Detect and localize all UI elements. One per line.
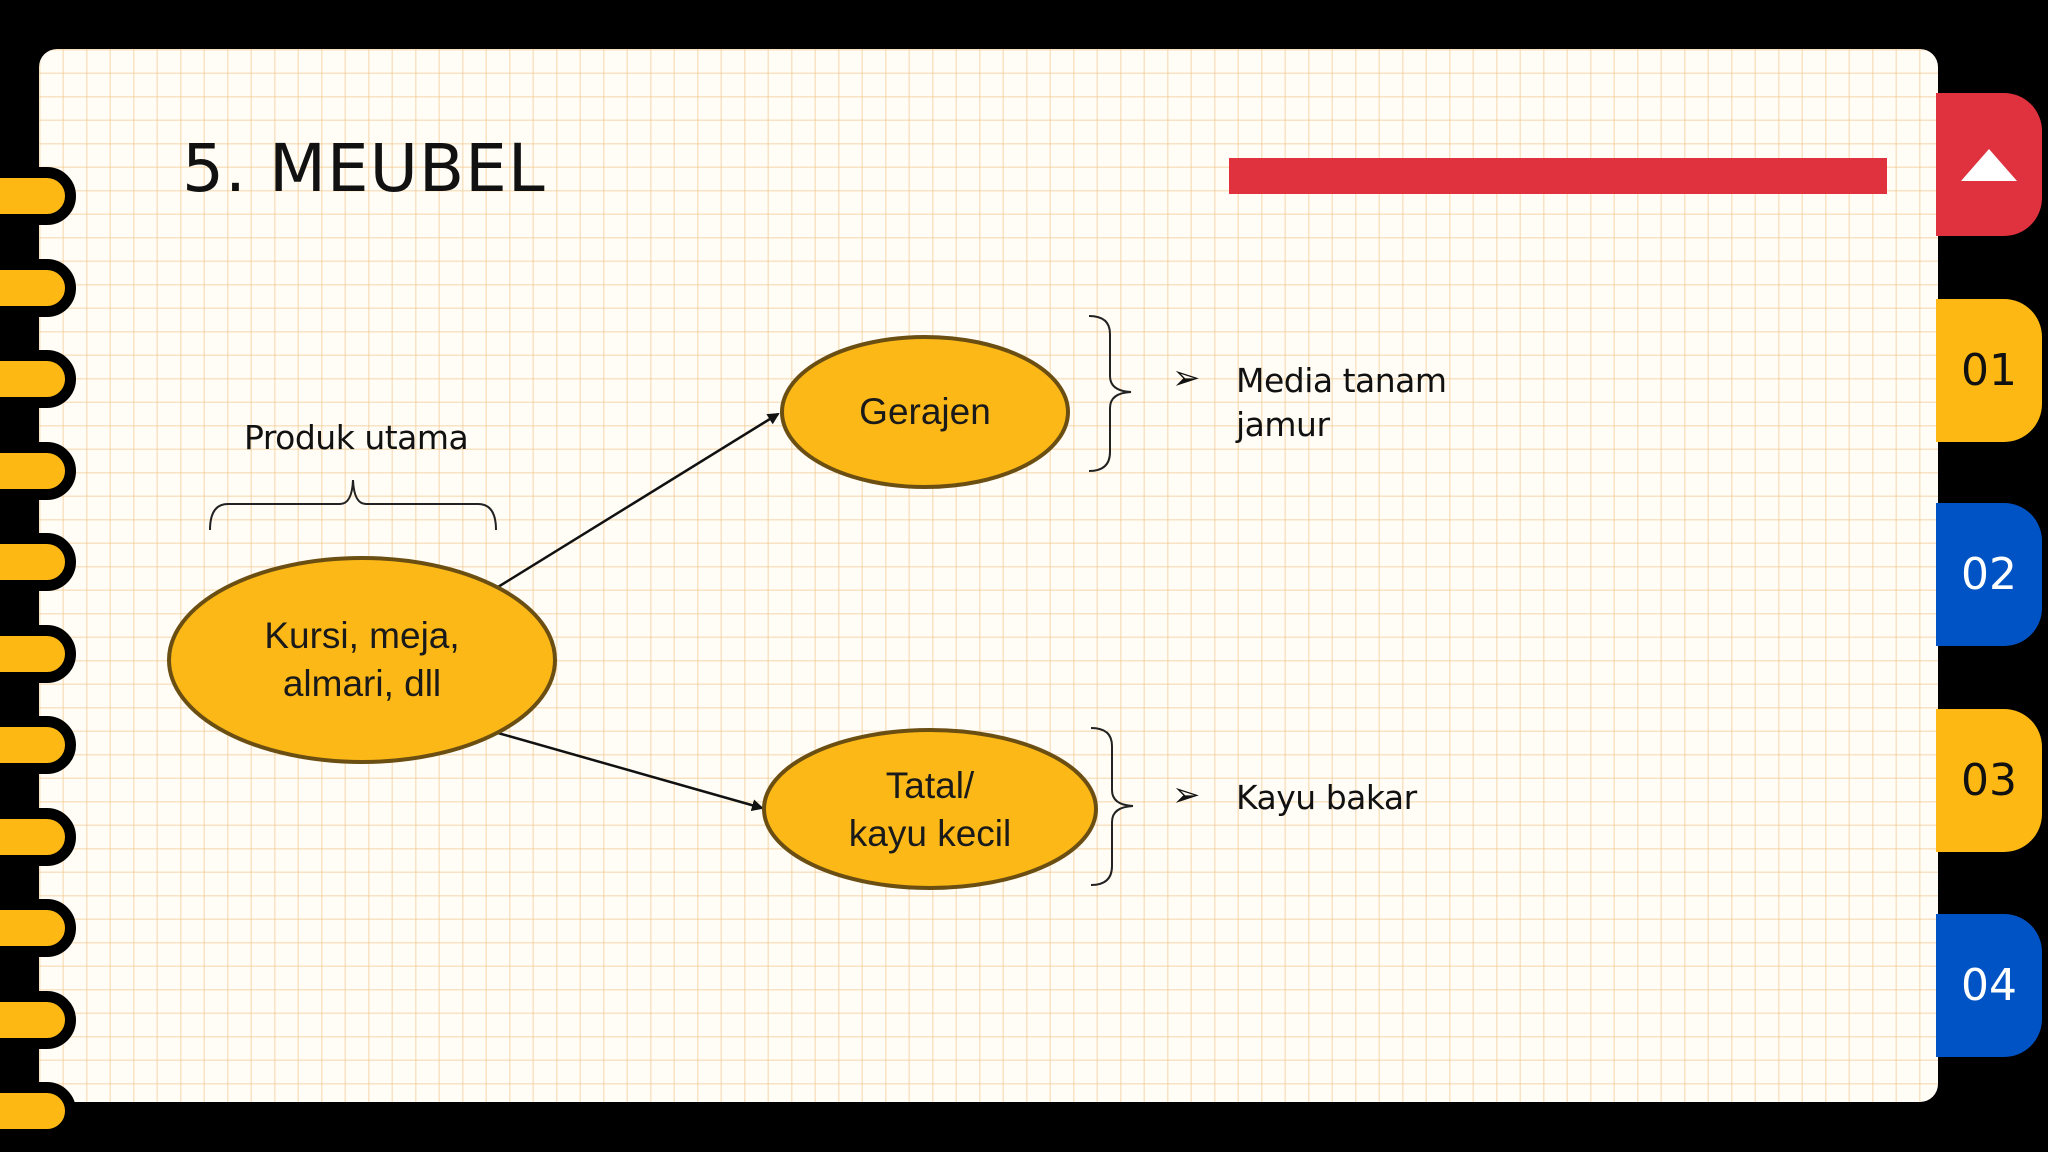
tab-03-label: 03 — [1961, 755, 2017, 806]
tab-02[interactable]: 02 — [1936, 503, 2042, 646]
brace-tatal — [1090, 727, 1134, 886]
edge-main-to-gerajen — [497, 412, 780, 589]
tab-02-label: 02 — [1961, 549, 2017, 600]
spiral-ring — [0, 258, 76, 317]
node-tatal-line1: Tatal/ — [885, 765, 975, 806]
node-tatal-line2: kayu kecil — [848, 813, 1012, 854]
page-title: 5. MEUBEL — [182, 130, 546, 207]
note-gerajen-line2: jamur — [1236, 405, 1330, 444]
note-gerajen: Media tanam jamur — [1236, 359, 1447, 447]
node-main-line1: Kursi, meja, — [264, 615, 460, 656]
arrow-bullet-icon: ➢ — [1172, 358, 1201, 398]
title-accent-bar — [1229, 158, 1887, 194]
node-tatal-label: Tatal/ kayu kecil — [790, 762, 1070, 858]
spiral-ring — [0, 716, 76, 774]
node-gerajen-line1: Gerajen — [859, 391, 991, 432]
spiral-ring — [0, 899, 76, 957]
spiral-ring — [0, 990, 76, 1049]
brace-gerajen — [1088, 315, 1132, 472]
note-tatal-line1: Kayu bakar — [1236, 778, 1417, 817]
spiral-ring — [0, 533, 76, 591]
spiral-ring — [0, 807, 76, 866]
node-gerajen — [780, 335, 1070, 489]
node-main-label: Kursi, meja, almari, dll — [210, 610, 514, 710]
node-main-line2: almari, dll — [282, 663, 442, 704]
node-main — [167, 556, 557, 764]
tab-01-label: 01 — [1961, 345, 2017, 396]
tab-01[interactable]: 01 — [1936, 299, 2042, 442]
slide-paper — [39, 49, 1938, 1102]
spiral-ring — [0, 167, 76, 225]
note-tatal: Kayu bakar — [1236, 776, 1417, 820]
note-gerajen-line1: Media tanam — [1236, 361, 1447, 400]
tab-04[interactable]: 04 — [1936, 914, 2042, 1057]
tab-04-label: 04 — [1961, 960, 2017, 1011]
edge-main-to-tatal — [497, 731, 764, 812]
triangle-up-icon — [1961, 148, 2017, 181]
spiral-ring — [0, 350, 76, 408]
spiral-ring — [0, 1082, 76, 1140]
node-gerajen-label: Gerajen — [800, 388, 1050, 436]
node-tatal — [762, 728, 1098, 890]
label-produk-utama: Produk utama — [244, 418, 469, 457]
tab-03[interactable]: 03 — [1936, 709, 2042, 852]
tab-up[interactable] — [1936, 93, 2042, 236]
arrow-bullet-icon: ➢ — [1172, 775, 1201, 815]
brace-produk-utama — [209, 479, 497, 531]
spiral-ring — [0, 441, 76, 500]
spiral-ring — [0, 624, 76, 683]
